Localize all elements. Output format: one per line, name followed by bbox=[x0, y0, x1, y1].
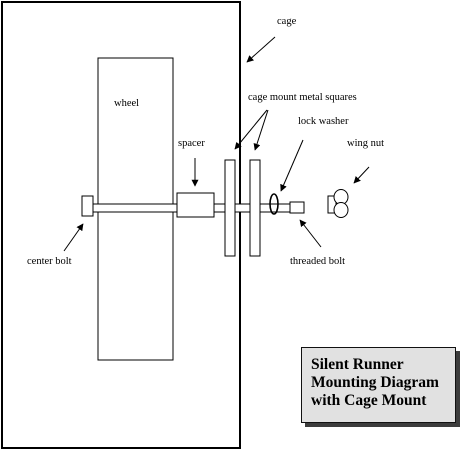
cage-mount-label: cage mount metal squares bbox=[248, 92, 357, 103]
center-bolt-head bbox=[81, 195, 94, 217]
lock-washer-arrow bbox=[280, 139, 304, 192]
title-line-2: Mounting Diagram bbox=[311, 374, 439, 391]
cage-arrow bbox=[246, 36, 276, 63]
spacer-label: spacer bbox=[178, 138, 205, 149]
title-line-3: with Cage Mount bbox=[311, 392, 427, 409]
cage-mount-arrow-left bbox=[234, 109, 268, 150]
title-line-1: Silent Runner bbox=[311, 356, 404, 373]
cage-outline bbox=[1, 1, 241, 449]
diagram-title-box: Silent Runner Mounting Diagram with Cage… bbox=[301, 347, 456, 423]
wheel-label: wheel bbox=[114, 98, 140, 109]
wing-nut-arrow bbox=[353, 166, 370, 184]
cage-label: cage bbox=[277, 16, 297, 27]
lock-washer-label: lock washer bbox=[298, 116, 349, 127]
center-bolt-arrow bbox=[63, 223, 84, 252]
threaded-bolt-label: threaded bolt bbox=[290, 256, 346, 267]
wing-nut-shape bbox=[327, 189, 349, 218]
wing-nut-label: wing nut bbox=[347, 138, 385, 149]
cage-mount-square-left bbox=[224, 159, 236, 257]
spacer-shape bbox=[176, 192, 215, 218]
cage-mount-square-right bbox=[249, 159, 261, 257]
threaded-bolt-arrow bbox=[299, 219, 322, 248]
threaded-bolt-end bbox=[289, 201, 305, 214]
cage-mount-arrow-right bbox=[253, 109, 269, 151]
center-bolt-label: center bolt bbox=[27, 256, 72, 267]
lock-washer-shape bbox=[269, 193, 279, 215]
